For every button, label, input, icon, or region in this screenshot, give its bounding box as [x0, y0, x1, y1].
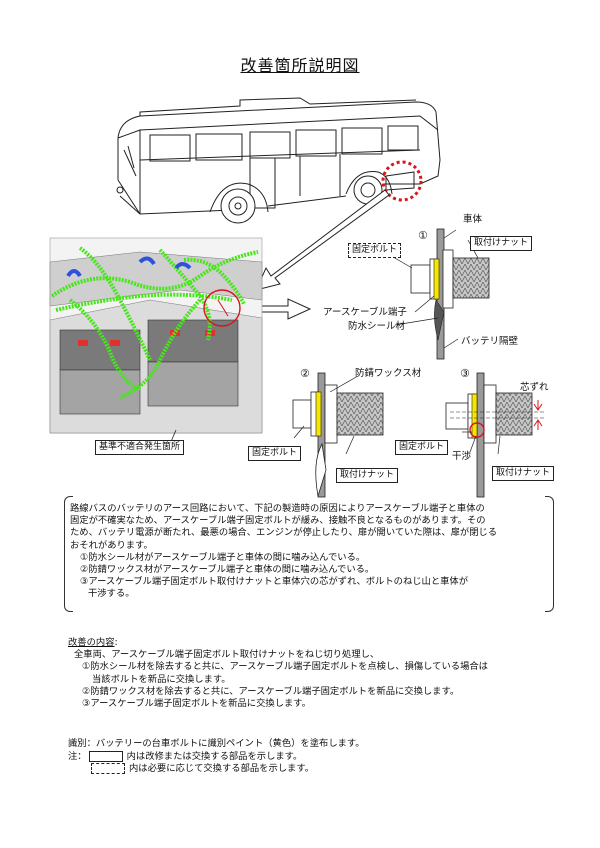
battery-compartment-view [49, 237, 263, 445]
legend-dashed-box [91, 763, 125, 775]
page-title: 改善箇所説明図 [240, 56, 360, 75]
fix-block: 改善の内容: 全車両、アースケーブル端子固定ボルト取付けナットをねじ切り処理し、… [68, 637, 548, 710]
detail-3 [445, 372, 546, 498]
fix-line-1b: 当該ボルトを新品に交換します。 [92, 673, 231, 685]
label-fix-bolt-2: 固定ボルト [248, 446, 302, 461]
diagram-canvas [49, 97, 546, 498]
notes-block: 識別：バッテリーの台車ボルトに識別ペイント（黄色）を塗布します。 注： 内は改修ま… [68, 738, 548, 776]
note-ident: 識別：バッテリーの台車ボルトに識別ペイント（黄色）を塗布します。 [68, 738, 365, 749]
legend-solid-box [88, 750, 123, 762]
detail-1 [387, 228, 490, 360]
label-misalign: 芯ずれ [520, 382, 549, 393]
label-seal: 防水シール材 [348, 321, 406, 332]
bus-callout-circle [381, 160, 423, 202]
desc-item-3a: ③アースケーブル端子固定ボルト取付けナットと車体穴の芯がずれ、ボルトのねじ山と車… [80, 576, 469, 588]
label-number-3: ③ [460, 367, 470, 380]
fix-heading-colon: : [114, 637, 118, 648]
fix-line-3: ③アースケーブル端子固定ボルトを新品に交換します。 [82, 698, 311, 710]
label-wax: 防錆ワックス材 [355, 368, 422, 379]
label-earth-terminal: アースケーブル端子 [323, 307, 407, 318]
arrow-bus-to-detail [255, 189, 390, 291]
label-defect-location: 基準不適合発生箇所 [95, 440, 185, 455]
label-fix-bolt-3: 固定ボルト [395, 440, 449, 455]
bus-illustration [116, 97, 441, 224]
description-bracket-left [64, 496, 73, 612]
label-nut-1: 取付けナット [470, 236, 533, 251]
fix-heading: 改善の内容 [68, 637, 115, 648]
desc-line-3: ため、バッテリ電源が断たれ、最悪の場合、エンジンが停止したり、扉が開いていた際は… [70, 527, 498, 539]
desc-line-1: 路線バスのバッテリのアース回路において、下記の製造時の原因によりアースケーブル端… [70, 503, 485, 514]
label-interference: 干渉 [452, 451, 472, 462]
label-number-1: ① [418, 229, 428, 242]
fix-line-1a: ①防水シール材を除去すると共に、アースケーブル端子固定ボルトを点検し、損傷してい… [82, 661, 488, 673]
description-block: 路線バスのバッテリのアース回路において、下記の製造時の原因によりアースケーブル端… [70, 503, 550, 601]
label-nut-3: 取付けナット [492, 466, 555, 481]
note-dashed-text: 内は必要に応じて交換する部品を示します。 [129, 763, 315, 775]
defect-circle [203, 289, 241, 327]
label-body: 車体 [463, 214, 483, 225]
desc-item-3b: 干渉する。 [88, 588, 135, 600]
note-solid-text: 内は改修または交換する部品を示します。 [126, 750, 303, 762]
desc-line-2: 固定が不確実なため、アースケーブル端子固定ボルトが緩み、接触不良となるものがあり… [70, 515, 486, 527]
fix-line-2: ②防錆ワックス材を除去すると共に、アースケーブル端子固定ボルトを新品に交換します… [82, 685, 460, 697]
desc-item-1: ①防水シール材がアースケーブル端子と車体の間に噛み込んでいる。 [80, 551, 366, 563]
description-bracket-right [545, 496, 554, 612]
label-partition: バッテリ隔壁 [461, 336, 519, 347]
label-nut-2: 取付けナット [336, 468, 399, 483]
desc-item-2: ②防錆ワックス材がアースケーブル端子と車体の間に噛み込んでいる。 [80, 564, 375, 576]
desc-line-4: おそれがあります。 [70, 539, 153, 551]
fix-line-0: 全車両、アースケーブル端子固定ボルト取付けナットをねじ切り処理し、 [74, 649, 380, 661]
note-prefix: 注： [68, 750, 87, 762]
label-number-2: ② [300, 367, 310, 380]
label-fix-bolt-1: 固定ボルト [348, 243, 402, 258]
detail-2 [292, 372, 384, 498]
